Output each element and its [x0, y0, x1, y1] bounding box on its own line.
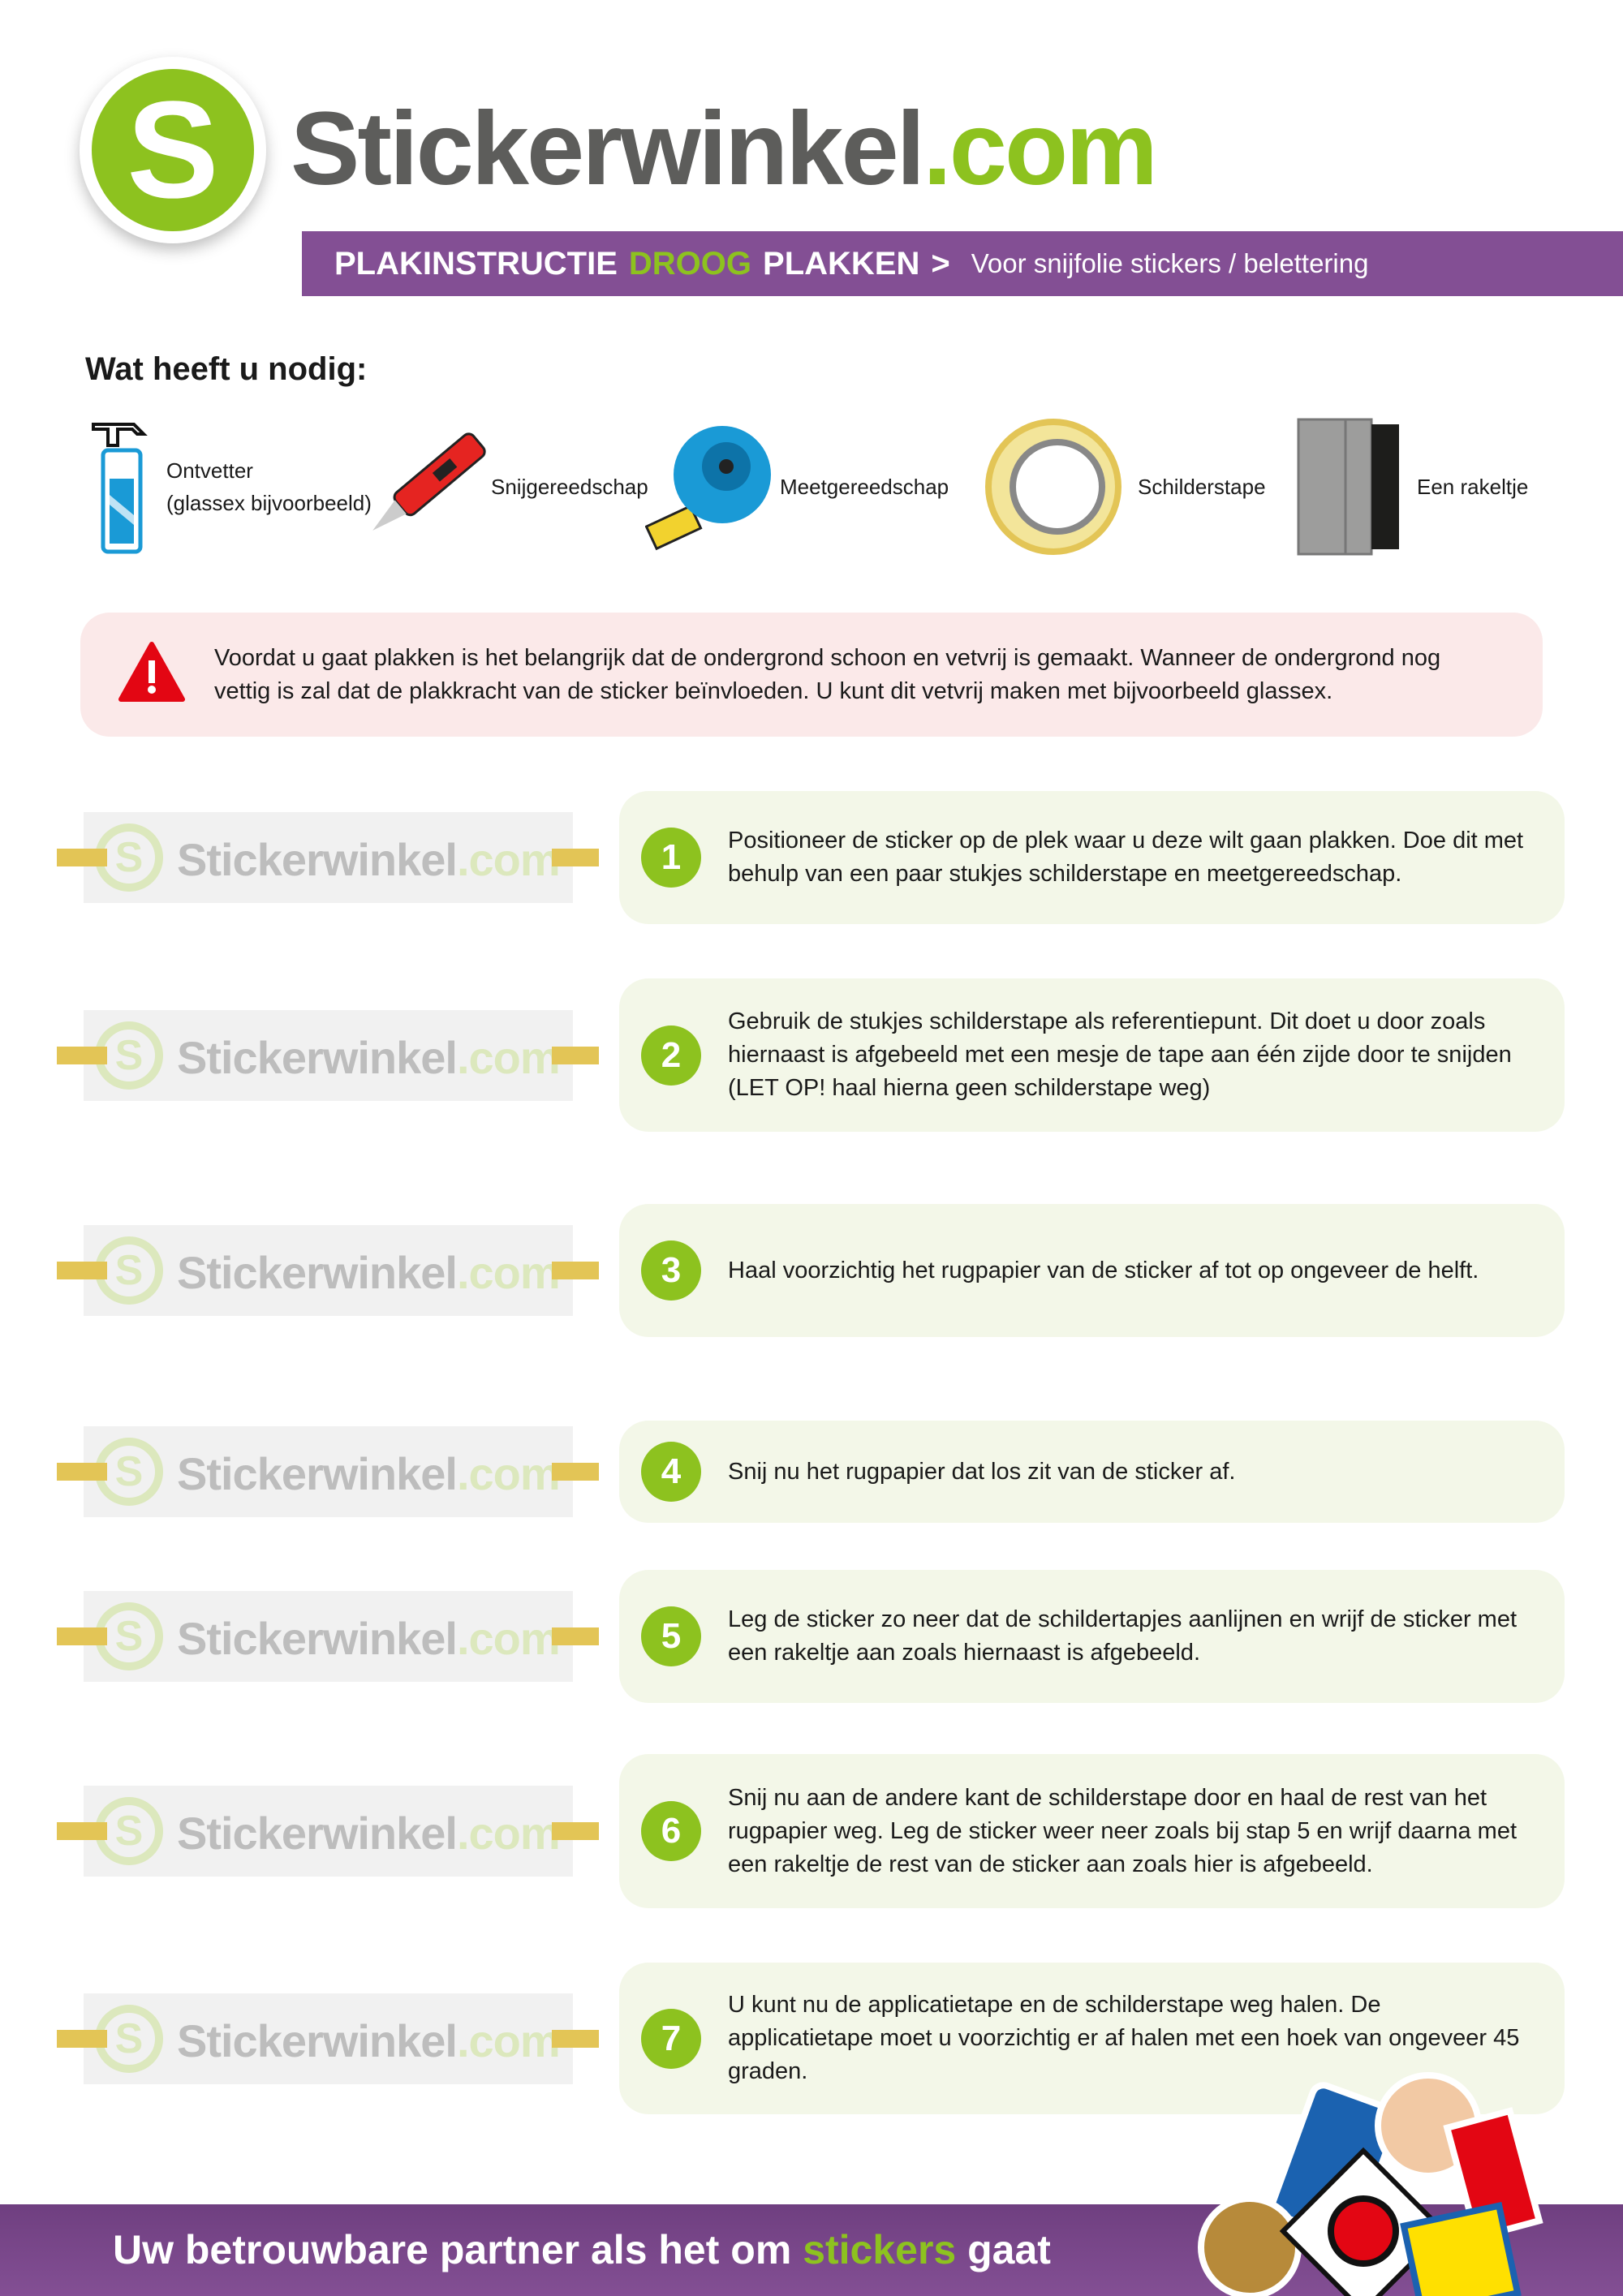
footer-text-end: gaat	[967, 2227, 1051, 2272]
tape-strip-right	[552, 1463, 599, 1481]
brand-tld: .com	[923, 91, 1158, 207]
tool-squeegee: Een rakeltje	[1297, 418, 1528, 556]
illustration-brand-text: Stickerwinkel	[177, 834, 458, 885]
tool-label: Schilderstape	[1138, 475, 1266, 499]
warning-triangle-icon	[118, 642, 185, 702]
squeegee-icon	[1297, 418, 1399, 556]
step-box: Gebruik de stukjes schilderstape als ref…	[619, 978, 1565, 1132]
illustration-tld: .com	[456, 1031, 561, 1083]
illustration-brand-text: Stickerwinkel	[177, 1031, 458, 1083]
tape-strip-left	[57, 1822, 107, 1840]
footer-text: Uw betrouwbare partner als het om	[113, 2227, 792, 2272]
title-part1: PLAKINSTRUCTIE	[334, 245, 618, 282]
illustration-brand-text: Stickerwinkel	[177, 1613, 458, 1664]
tape-strip-right	[552, 1822, 599, 1840]
step-box: Snij nu aan de andere kant de schilderst…	[619, 1754, 1565, 1908]
spray-bottle-icon	[92, 423, 148, 554]
title-bar: PLAKINSTRUCTIE DROOG PLAKKEN > Voor snij…	[302, 231, 1623, 296]
tape-measure-icon	[645, 426, 771, 551]
step-box: Snij nu het rugpapier dat los zit van de…	[619, 1421, 1565, 1523]
illustration-brand: Stickerwinkel.com	[177, 1447, 561, 1500]
step-number-badge: 6	[641, 1801, 701, 1861]
tape-strip-right	[552, 1627, 599, 1645]
step-box: Haal voorzichtig het rugpapier van de st…	[619, 1204, 1565, 1337]
step-illustration: S Stickerwinkel.com	[84, 1993, 573, 2084]
illustration-tld: .com	[456, 1613, 561, 1664]
tape-strip-right	[552, 1262, 599, 1279]
illustration-brand-text: Stickerwinkel	[177, 1247, 458, 1298]
illustration-brand: Stickerwinkel.com	[177, 1612, 561, 1665]
illustration-brand-text: Stickerwinkel	[177, 1808, 458, 1859]
tape-strip-left	[57, 1463, 107, 1481]
illustration-tld: .com	[456, 2014, 561, 2066]
title-highlight: DROOG	[628, 245, 752, 282]
step-illustration: S Stickerwinkel.com	[84, 1786, 573, 1877]
step-box: Leg de sticker zo neer dat de schilderta…	[619, 1570, 1565, 1703]
tool-label: Ontvetter	[166, 458, 253, 483]
step-number-badge: 4	[641, 1442, 701, 1502]
brand-name: Stickerwinkel.com	[291, 89, 1158, 209]
step-number-badge: 7	[641, 2008, 701, 2069]
warning-box: Voordat u gaat plakken is het belangrijk…	[80, 613, 1543, 737]
step-illustration: S Stickerwinkel.com	[84, 1426, 573, 1517]
step-text: Gebruik de stukjes schilderstape als ref…	[728, 1008, 1512, 1101]
step-text: Haal voorzichtig het rugpapier van de st…	[728, 1257, 1479, 1283]
illustration-brand-text: Stickerwinkel	[177, 2014, 458, 2066]
logo-icon: S	[92, 69, 254, 231]
step-text: U kunt nu de applicatietape en de schild…	[728, 1992, 1520, 2084]
step-text: Snij nu het rugpapier dat los zit van de…	[728, 1458, 1236, 1485]
step-text: Positioneer de sticker op de plek waar u…	[728, 828, 1524, 887]
tool-label: Meetgereedschap	[780, 475, 949, 499]
tape-strip-left	[57, 2029, 107, 2048]
step-illustration: S Stickerwinkel.com	[84, 1009, 573, 1101]
step-text: Leg de sticker zo neer dat de schilderta…	[728, 1606, 1518, 1666]
tool-sublabel: (glassex bijvoorbeeld)	[166, 491, 372, 515]
tape-strip-left	[57, 1046, 107, 1064]
needs-heading: Wat heeft u nodig:	[85, 351, 368, 387]
tape-strip-right	[552, 2029, 599, 2048]
step-number-badge: 3	[641, 1240, 701, 1301]
illustration-tld: .com	[456, 1808, 561, 1859]
tool-label: Snijgereedschap	[491, 475, 648, 499]
step-number-badge: 2	[641, 1025, 701, 1086]
illustration-tld: .com	[456, 1448, 561, 1499]
tool-label: Een rakeltje	[1417, 475, 1529, 499]
painters-tape-icon	[985, 419, 1121, 555]
illustration-brand: Stickerwinkel.com	[177, 2014, 561, 2067]
step-illustration: S Stickerwinkel.com	[84, 1225, 573, 1316]
title-part2: PLAKKEN	[763, 245, 920, 282]
illustration-brand-text: Stickerwinkel	[177, 1448, 458, 1499]
sticker-collage-image	[1198, 2072, 1543, 2296]
tape-strip-right	[552, 1046, 599, 1064]
brand-name-text: Stickerwinkel	[291, 91, 925, 207]
illustration-brand: Stickerwinkel.com	[177, 1807, 561, 1860]
tape-strip-left	[57, 1262, 107, 1279]
tape-strip-left	[57, 1627, 107, 1645]
tape-strip-left	[57, 849, 107, 866]
step-illustration: S Stickerwinkel.com	[84, 812, 573, 903]
footer-highlight: stickers	[803, 2227, 957, 2272]
tape-strip-right	[552, 849, 599, 866]
illustration-logo-icon: S	[95, 1236, 163, 1305]
warning-text: Voordat u gaat plakken is het belangrijk…	[214, 644, 1441, 704]
illustration-tld: .com	[456, 834, 561, 885]
tool-cutter: Snijgereedschap	[361, 418, 648, 556]
illustration-brand: Stickerwinkel.com	[177, 833, 561, 886]
tool-degreaser: Ontvetter (glassex bijvoorbeeld)	[85, 418, 372, 556]
tool-tape: Schilderstape	[984, 418, 1266, 556]
illustration-tld: .com	[456, 1247, 561, 1298]
illustration-brand: Stickerwinkel.com	[177, 1031, 561, 1084]
illustration-brand: Stickerwinkel.com	[177, 1246, 561, 1299]
step-box: Positioneer de sticker op de plek waar u…	[619, 791, 1565, 924]
step-illustration: S Stickerwinkel.com	[84, 1591, 573, 1682]
step-number-badge: 5	[641, 1606, 701, 1666]
subtitle: Voor snijfolie stickers / belettering	[971, 248, 1369, 278]
chevron-right-icon: >	[931, 245, 950, 282]
tool-measure: Meetgereedschap	[645, 418, 949, 556]
step-text: Snij nu aan de andere kant de schilderst…	[728, 1784, 1518, 1877]
step-number-badge: 1	[641, 828, 701, 888]
cutter-knife-icon	[372, 432, 486, 531]
